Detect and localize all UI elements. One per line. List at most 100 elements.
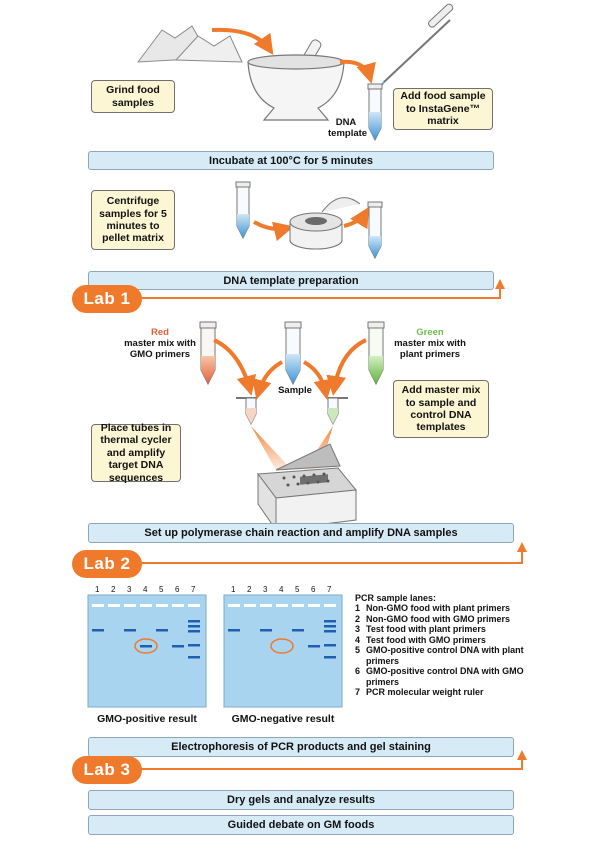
lane-number: 5 [295, 585, 300, 594]
red-master-mix-label: Red master mix with GMO primers [120, 327, 200, 361]
lab1-return-line [140, 279, 505, 299]
green-master-mix-text: master mix with plant primers [394, 337, 466, 360]
add-master-mix-text: Add master mix to sample and control DNA… [401, 384, 481, 434]
lab2-return-line [140, 542, 527, 564]
electrophoresis-text: Electrophoresis of PCR products and gel … [171, 741, 431, 753]
pcr-setup-text: Set up polymerase chain reaction and amp… [144, 527, 458, 539]
legend-item-number: 3 [355, 624, 361, 635]
pcr-tube-left-icon [236, 397, 257, 426]
dna-template-tube-icon [367, 83, 383, 142]
arrow-to-centrifuge [253, 220, 294, 242]
green-word: Green [416, 327, 444, 338]
legend-item-text: Test food with GMO primers [366, 634, 486, 645]
arrow-sample-left [252, 360, 284, 400]
grind-text: Grind food samples [106, 84, 160, 109]
legend-item-number: 6 [355, 666, 361, 677]
lane-number: 1 [231, 585, 236, 594]
legend-item: 3 Test food with plant primers [355, 624, 555, 634]
add-sample-text: Add food sample to InstaGene™ matrix [400, 90, 486, 128]
grind-note: Grind food samples [91, 80, 175, 113]
arrow-to-template-tube [339, 59, 376, 84]
thermal-cycler-icon [257, 443, 357, 532]
legend-item-number: 5 [355, 645, 361, 656]
red-master-mix-tube-icon [199, 321, 217, 386]
food-samples-icon [136, 25, 243, 63]
legend-item-number: 1 [355, 603, 361, 614]
arrow-green-mix [326, 338, 367, 396]
lab2-badge: Lab 2 [72, 550, 142, 578]
legend-item-number: 2 [355, 613, 361, 624]
legend-item: 6 GMO-positive control DNA with GMO prime… [355, 666, 555, 687]
centrifuge-icon [289, 197, 361, 250]
lane-number: 2 [247, 585, 252, 594]
legend-item-text: Non-GMO food with plant primers [366, 603, 510, 614]
lane-number: 6 [311, 585, 316, 594]
arrow-to-mortar [211, 27, 274, 55]
lab3-badge: Lab 3 [72, 756, 142, 784]
green-master-mix-tube-icon [367, 321, 385, 386]
arrow-red-mix [213, 338, 257, 396]
lane-number: 7 [191, 585, 196, 594]
legend-item-text: PCR molecular weight ruler [366, 686, 484, 697]
legend-item: 2 Non-GMO food with GMO primers [355, 614, 555, 624]
lane-numbers-gel-positive: 1 2 3 4 5 6 7 [88, 585, 206, 595]
lane-number: 2 [111, 585, 116, 594]
lab3-return-line [140, 750, 527, 770]
green-master-mix-label: Green master mix with plant primers [390, 327, 470, 361]
lab1-badge: Lab 1 [72, 285, 142, 313]
add-master-mix-note: Add master mix to sample and control DNA… [393, 380, 489, 438]
arrow-sample-right [302, 360, 334, 400]
legend-item-number: 7 [355, 686, 361, 697]
dry-gels-text: Dry gels and analyze results [227, 794, 375, 806]
lane-number: 4 [143, 585, 148, 594]
mortar-pestle-icon [247, 39, 345, 121]
lane-number: 7 [327, 585, 332, 594]
legend-item: 1 Non-GMO food with plant primers [355, 603, 555, 613]
place-tubes-note: Place tubes in thermal cycler and amplif… [91, 422, 181, 484]
dry-gels-bar: Dry gels and analyze results [88, 790, 514, 810]
lane-number: 3 [127, 585, 132, 594]
legend-item-text: Non-GMO food with GMO primers [366, 613, 510, 624]
incubate-bar: Incubate at 100°C for 5 minutes [88, 151, 494, 170]
arrow-from-centrifuge [343, 206, 370, 230]
legend-item-text: Test food with plant primers [366, 624, 486, 635]
legend-item-text: GMO-positive control DNA with GMO primer… [366, 666, 524, 687]
centrifuge-text: Centrifuge samples for 5 minutes to pell… [99, 195, 167, 245]
sample-label: Sample [278, 385, 312, 396]
beam-left [251, 426, 292, 470]
debate-bar: Guided debate on GM foods [88, 815, 514, 835]
legend-item: 7 PCR molecular weight ruler [355, 687, 555, 697]
legend-title: PCR sample lanes: [355, 593, 437, 603]
place-tubes-text: Place tubes in thermal cycler and amplif… [100, 422, 172, 484]
pcr-setup-bar: Set up polymerase chain reaction and amp… [88, 523, 514, 543]
centrifuge-note: Centrifuge samples for 5 minutes to pell… [91, 190, 175, 250]
legend-item: 4 Test food with GMO primers [355, 635, 555, 645]
lane-numbers-gel-negative: 1 2 3 4 5 6 7 [224, 585, 342, 595]
legend-item-number: 4 [355, 634, 361, 645]
pcr-tube-right-icon [327, 397, 348, 426]
lane-number: 3 [263, 585, 268, 594]
lane-number: 4 [279, 585, 284, 594]
lane-number: 1 [95, 585, 100, 594]
electrophoresis-bar: Electrophoresis of PCR products and gel … [88, 737, 514, 757]
template-prep-text: DNA template preparation [223, 274, 359, 287]
red-master-mix-text: master mix with GMO primers [124, 337, 196, 360]
red-word: Red [151, 327, 169, 338]
pipette-icon [379, 3, 454, 88]
gmo-negative-caption: GMO-negative result [231, 713, 335, 725]
add-sample-note: Add food sample to InstaGene™ matrix [393, 88, 493, 130]
legend-item-text: GMO-positive control DNA with plant prim… [366, 645, 524, 666]
dna-template-label: DNA template [328, 117, 368, 139]
incubate-text: Incubate at 100°C for 5 minutes [209, 154, 373, 167]
tube-after-centrifuge-icon [367, 201, 383, 260]
debate-text: Guided debate on GM foods [227, 819, 375, 831]
lane-number: 6 [175, 585, 180, 594]
gel-gmo-negative [223, 594, 343, 708]
pcr-lane-legend: PCR sample lanes: 1 Non-GMO food with pla… [355, 593, 555, 697]
sample-tube-icon [284, 321, 302, 386]
gel-gmo-positive [87, 594, 207, 708]
template-prep-bar: DNA template preparation [88, 271, 494, 290]
lane-number: 5 [159, 585, 164, 594]
tube-before-centrifuge-icon [235, 181, 251, 240]
